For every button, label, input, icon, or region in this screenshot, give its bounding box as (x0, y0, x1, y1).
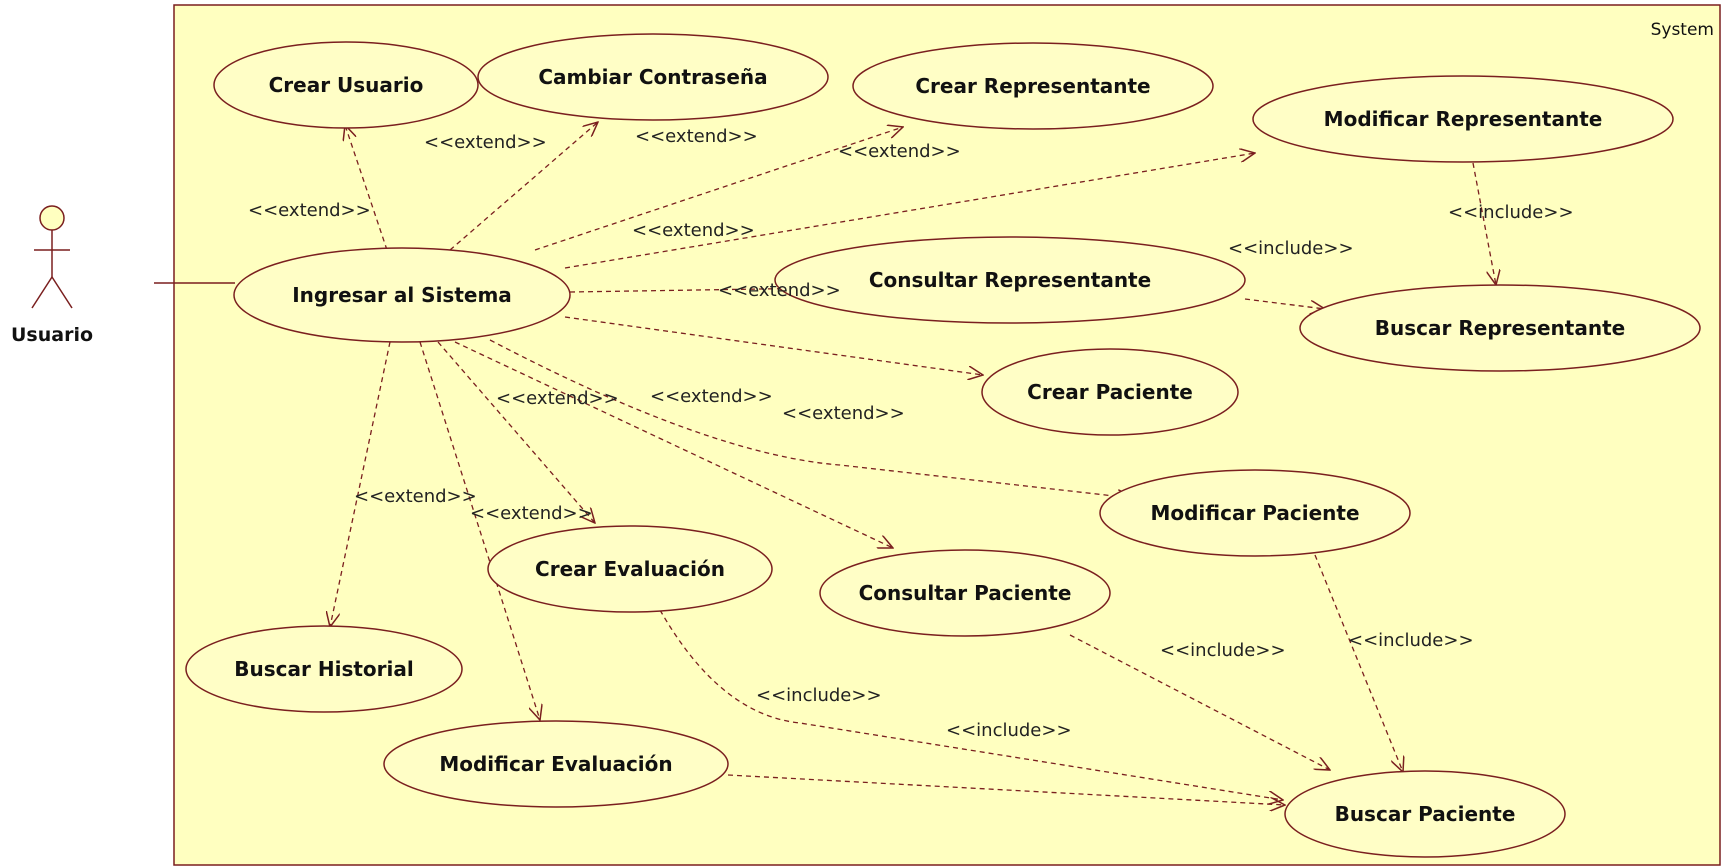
use-case-buscar-paciente[interactable]: Buscar Paciente (1284, 770, 1566, 858)
extend-label: <<extend>> (718, 280, 841, 301)
use-case-ingresar-al-sistema[interactable]: Ingresar al Sistema (233, 247, 571, 343)
arrow-include-buscar-representante-a (1472, 162, 1496, 285)
include-label: <<include>> (946, 720, 1072, 741)
include-label: <<include>> (1160, 640, 1286, 661)
extend-label: <<extend>> (424, 132, 547, 153)
include-label: <<include>> (756, 685, 882, 706)
use-case-label: Ingresar al Sistema (292, 283, 512, 307)
extend-label: <<extend>> (838, 141, 961, 162)
extend-label: <<extend>> (470, 503, 593, 524)
use-case-label: Modificar Evaluación (439, 752, 672, 776)
use-case-label: Buscar Historial (234, 657, 413, 681)
use-case-label: Crear Usuario (269, 73, 424, 97)
use-case-modificar-paciente[interactable]: Modificar Paciente (1099, 469, 1411, 557)
use-case-label: Modificar Paciente (1150, 501, 1359, 525)
use-case-label: Consultar Paciente (859, 581, 1072, 605)
use-case-crear-representante[interactable]: Crear Representante (852, 42, 1214, 130)
extend-label: <<extend>> (632, 220, 755, 241)
extend-label: <<extend>> (635, 126, 758, 147)
use-case-modificar-evaluacion[interactable]: Modificar Evaluación (383, 720, 729, 808)
arrow-extend-crear-paciente (564, 316, 983, 375)
use-case-label: Crear Representante (915, 74, 1150, 98)
arrow-extend-crear-usuario (345, 125, 388, 251)
use-case-consultar-representante[interactable]: Consultar Representante (774, 236, 1246, 324)
arrow-include-modificar-buscar-paciente (1314, 554, 1403, 772)
arrow-include-modificar-eval-buscar-paciente (727, 774, 1285, 805)
use-case-label: Crear Evaluación (535, 557, 725, 581)
arrow-extend-crear-representante (534, 127, 903, 251)
system-label: System (1651, 20, 1714, 40)
use-case-label: Consultar Representante (869, 268, 1151, 292)
arrow-include-consultar-buscar-paciente (1069, 634, 1330, 770)
use-case-modificar-representante[interactable]: Modificar Representante (1252, 75, 1674, 163)
use-case-crear-evaluacion[interactable]: Crear Evaluación (487, 525, 773, 613)
arrow-extend-modificar-evaluacion (419, 341, 540, 720)
use-case-label: Crear Paciente (1027, 380, 1193, 404)
arrow-extend-modificar-paciente (489, 339, 1132, 498)
actor-usuario[interactable] (31, 205, 73, 309)
include-label: <<include>> (1348, 630, 1474, 651)
use-case-crear-usuario[interactable]: Crear Usuario (213, 41, 479, 129)
arrow-extend-crear-evaluacion (437, 341, 595, 523)
extend-label: <<extend>> (782, 403, 905, 424)
actor-name: Usuario (11, 324, 93, 346)
use-case-crear-paciente[interactable]: Crear Paciente (981, 348, 1239, 436)
include-label: <<include>> (1448, 202, 1574, 223)
use-case-buscar-representante[interactable]: Buscar Representante (1299, 284, 1701, 372)
actor-head-icon (39, 205, 65, 231)
extend-label: <<extend>> (354, 486, 477, 507)
use-case-consultar-paciente[interactable]: Consultar Paciente (819, 549, 1111, 637)
extend-label: <<extend>> (650, 386, 773, 407)
use-case-label: Buscar Paciente (1335, 802, 1516, 826)
arrow-include-buscar-representante-b (1244, 298, 1325, 309)
use-case-label: Cambiar Contraseña (538, 65, 767, 89)
use-case-cambiar-contrasena[interactable]: Cambiar Contraseña (477, 33, 829, 121)
use-case-label: Buscar Representante (1375, 316, 1625, 340)
arrow-extend-consultar-representante (569, 288, 825, 292)
include-label: <<include>> (1228, 238, 1354, 259)
extend-label: <<extend>> (248, 200, 371, 221)
arrow-extend-cambiar-contrasena (449, 122, 598, 251)
arrow-include-crear-eval-buscar-paciente (659, 609, 1283, 800)
extend-label: <<extend>> (496, 388, 619, 409)
arrow-extend-buscar-historial (330, 341, 391, 627)
dependency-arrows (330, 122, 1496, 805)
use-case-label: Modificar Representante (1324, 107, 1603, 131)
use-case-buscar-historial[interactable]: Buscar Historial (185, 625, 463, 713)
